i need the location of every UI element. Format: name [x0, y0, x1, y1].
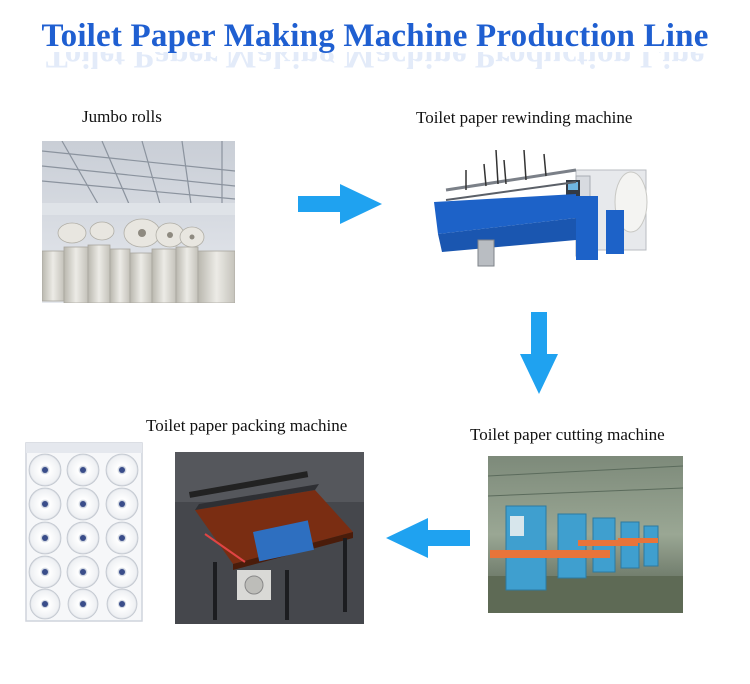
- title-reflection: Toilet Paper Making Machine Production L…: [45, 52, 705, 74]
- packing-machine-label: Toilet paper packing machine: [146, 416, 348, 435]
- jumbo-rolls-image: [42, 141, 235, 303]
- cutting-machine-image: [488, 456, 683, 613]
- arrow-down-icon: [520, 312, 558, 399]
- cutting-machine-label: Toilet paper cutting machine: [470, 425, 665, 444]
- page-title: Toilet Paper Making Machine Production L…: [41, 18, 709, 54]
- packaged-rolls-image: [25, 442, 143, 622]
- arrow-left-icon: [386, 518, 470, 563]
- rewinding-machine-label: Toilet paper rewinding machine: [416, 108, 633, 127]
- packing-machine-image: [175, 452, 364, 624]
- arrow-right-icon: [298, 184, 382, 229]
- rewinding-machine-image: [426, 140, 656, 274]
- jumbo-rolls-label: Jumbo rolls: [82, 107, 162, 126]
